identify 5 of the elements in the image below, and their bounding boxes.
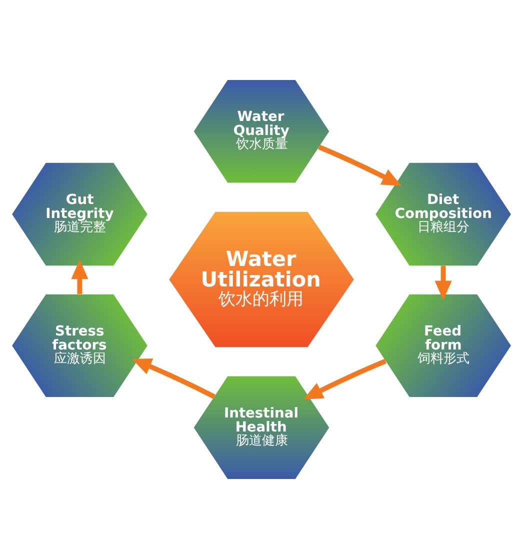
arrow — [71, 259, 88, 294]
arrow — [434, 265, 452, 300]
arrow — [318, 144, 402, 186]
arrow — [303, 358, 386, 399]
arrow — [132, 358, 216, 398]
